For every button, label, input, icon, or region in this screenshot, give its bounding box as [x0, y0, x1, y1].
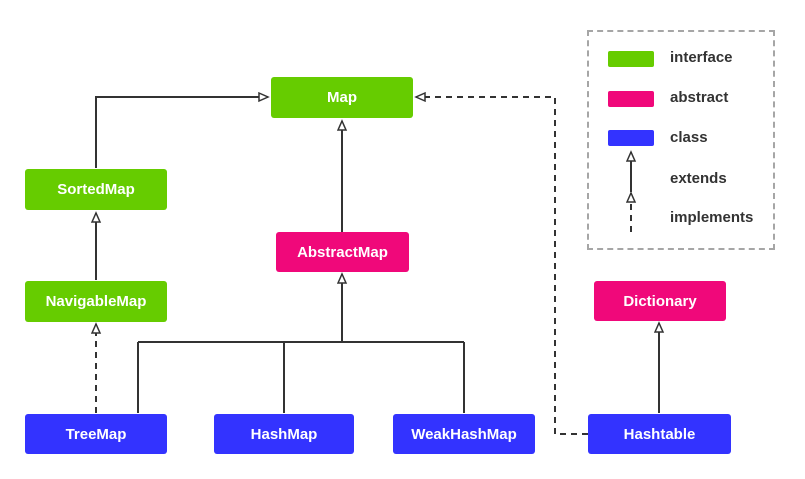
- node-hashmap[interactable]: HashMap: [214, 414, 354, 454]
- legend-abstract-label: abstract: [670, 89, 729, 106]
- legend-abstract-swatch: [608, 91, 654, 107]
- legend-extends-label: extends: [670, 170, 727, 187]
- node-hashtable[interactable]: Hashtable: [588, 414, 731, 454]
- legend-class-label: class: [670, 129, 708, 146]
- node-treemap[interactable]: TreeMap: [25, 414, 167, 454]
- legend-box: [587, 30, 775, 250]
- node-weakhashmap[interactable]: WeakHashMap: [393, 414, 535, 454]
- legend-implements-label: implements: [670, 209, 754, 226]
- node-map[interactable]: Map: [271, 77, 413, 118]
- node-abstractmap[interactable]: AbstractMap: [276, 232, 409, 272]
- node-navigablemap[interactable]: NavigableMap: [25, 281, 167, 322]
- edge-sortedmap-extends-map: [95, 97, 268, 168]
- legend-interface-swatch: [608, 51, 654, 67]
- edge-hashtable-implements-map: [416, 97, 588, 435]
- legend-interface-label: interface: [670, 49, 733, 66]
- node-sortedmap[interactable]: SortedMap: [25, 169, 167, 210]
- node-dictionary[interactable]: Dictionary: [594, 281, 726, 321]
- legend-class-swatch: [608, 130, 654, 146]
